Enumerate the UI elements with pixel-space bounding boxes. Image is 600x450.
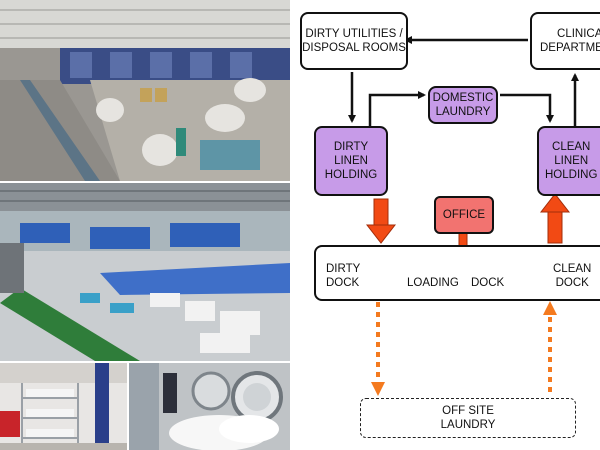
- arrow-clean-dock-to-clean-holding: [539, 193, 571, 244]
- dock-label: DOCK: [471, 277, 505, 289]
- linen-processing-line-photo: [0, 183, 290, 361]
- linen-trolley-photo: [0, 363, 127, 450]
- dirty-utilities-box: DIRTY UTILITIES / DISPOSAL ROOMS: [300, 12, 408, 70]
- dirty-dock-label: DIRTY DOCK: [326, 263, 361, 289]
- loading-dock-box: [314, 245, 600, 301]
- office-box: OFFICE: [434, 196, 494, 234]
- clean-linen-holding-box: CLEAN LINEN HOLDING: [537, 126, 600, 196]
- loading-label: LOADING: [407, 277, 459, 289]
- domestic-laundry-box: DOMESTIC LAUNDRY: [428, 86, 498, 124]
- arrow-dirty-holding-to-domestic: [368, 91, 426, 126]
- laundry-hall-photo: [0, 0, 290, 181]
- arrow-domestic-to-clean-holding: [500, 93, 554, 123]
- dirty-linen-holding-box: DIRTY LINEN HOLDING: [314, 126, 388, 196]
- clean-dock-label: CLEAN DOCK: [553, 263, 592, 289]
- washing-machine-photo: [129, 363, 290, 450]
- arrow-dirty-holding-to-dirty-dock: [365, 198, 397, 244]
- clinical-departments-box: CLINICAL DEPARTMENTS: [530, 12, 600, 70]
- off-site-laundry-box: OFF SITE LAUNDRY: [360, 398, 576, 438]
- linen-flow-diagram: DIRTY UTILITIES / DISPOSAL ROOMS CLINICA…: [290, 0, 600, 450]
